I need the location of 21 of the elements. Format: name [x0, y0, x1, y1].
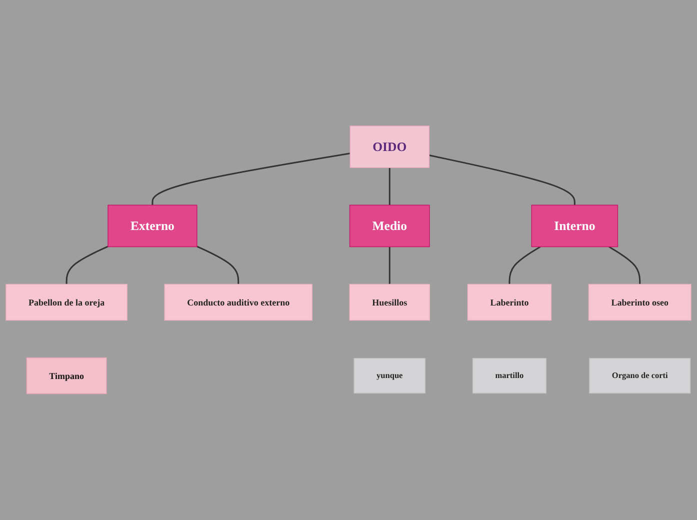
node-box: Externo	[108, 204, 198, 248]
node-box: Conducto auditivo externo	[164, 284, 312, 321]
node-box: Interno	[531, 204, 618, 248]
node-box: OIDO	[350, 126, 430, 168]
connector	[508, 246, 541, 284]
node-box: martillo	[472, 358, 547, 394]
connector	[388, 246, 390, 284]
connector	[66, 246, 108, 284]
node-box: Huesillos	[349, 284, 430, 321]
connector	[388, 168, 390, 206]
node-box: yunque	[354, 358, 426, 394]
connector	[196, 246, 240, 284]
node-box: Laberinto	[467, 284, 552, 321]
node-box: Timpano	[26, 358, 107, 394]
connector	[152, 152, 350, 206]
node-box: Medio	[349, 204, 430, 248]
node-box: Organo de corti	[589, 358, 691, 394]
node-box: Pabellon de la oreja	[6, 284, 128, 321]
node-box: Laberinto oseo	[588, 284, 692, 321]
connector	[608, 246, 641, 284]
connector	[428, 154, 576, 206]
